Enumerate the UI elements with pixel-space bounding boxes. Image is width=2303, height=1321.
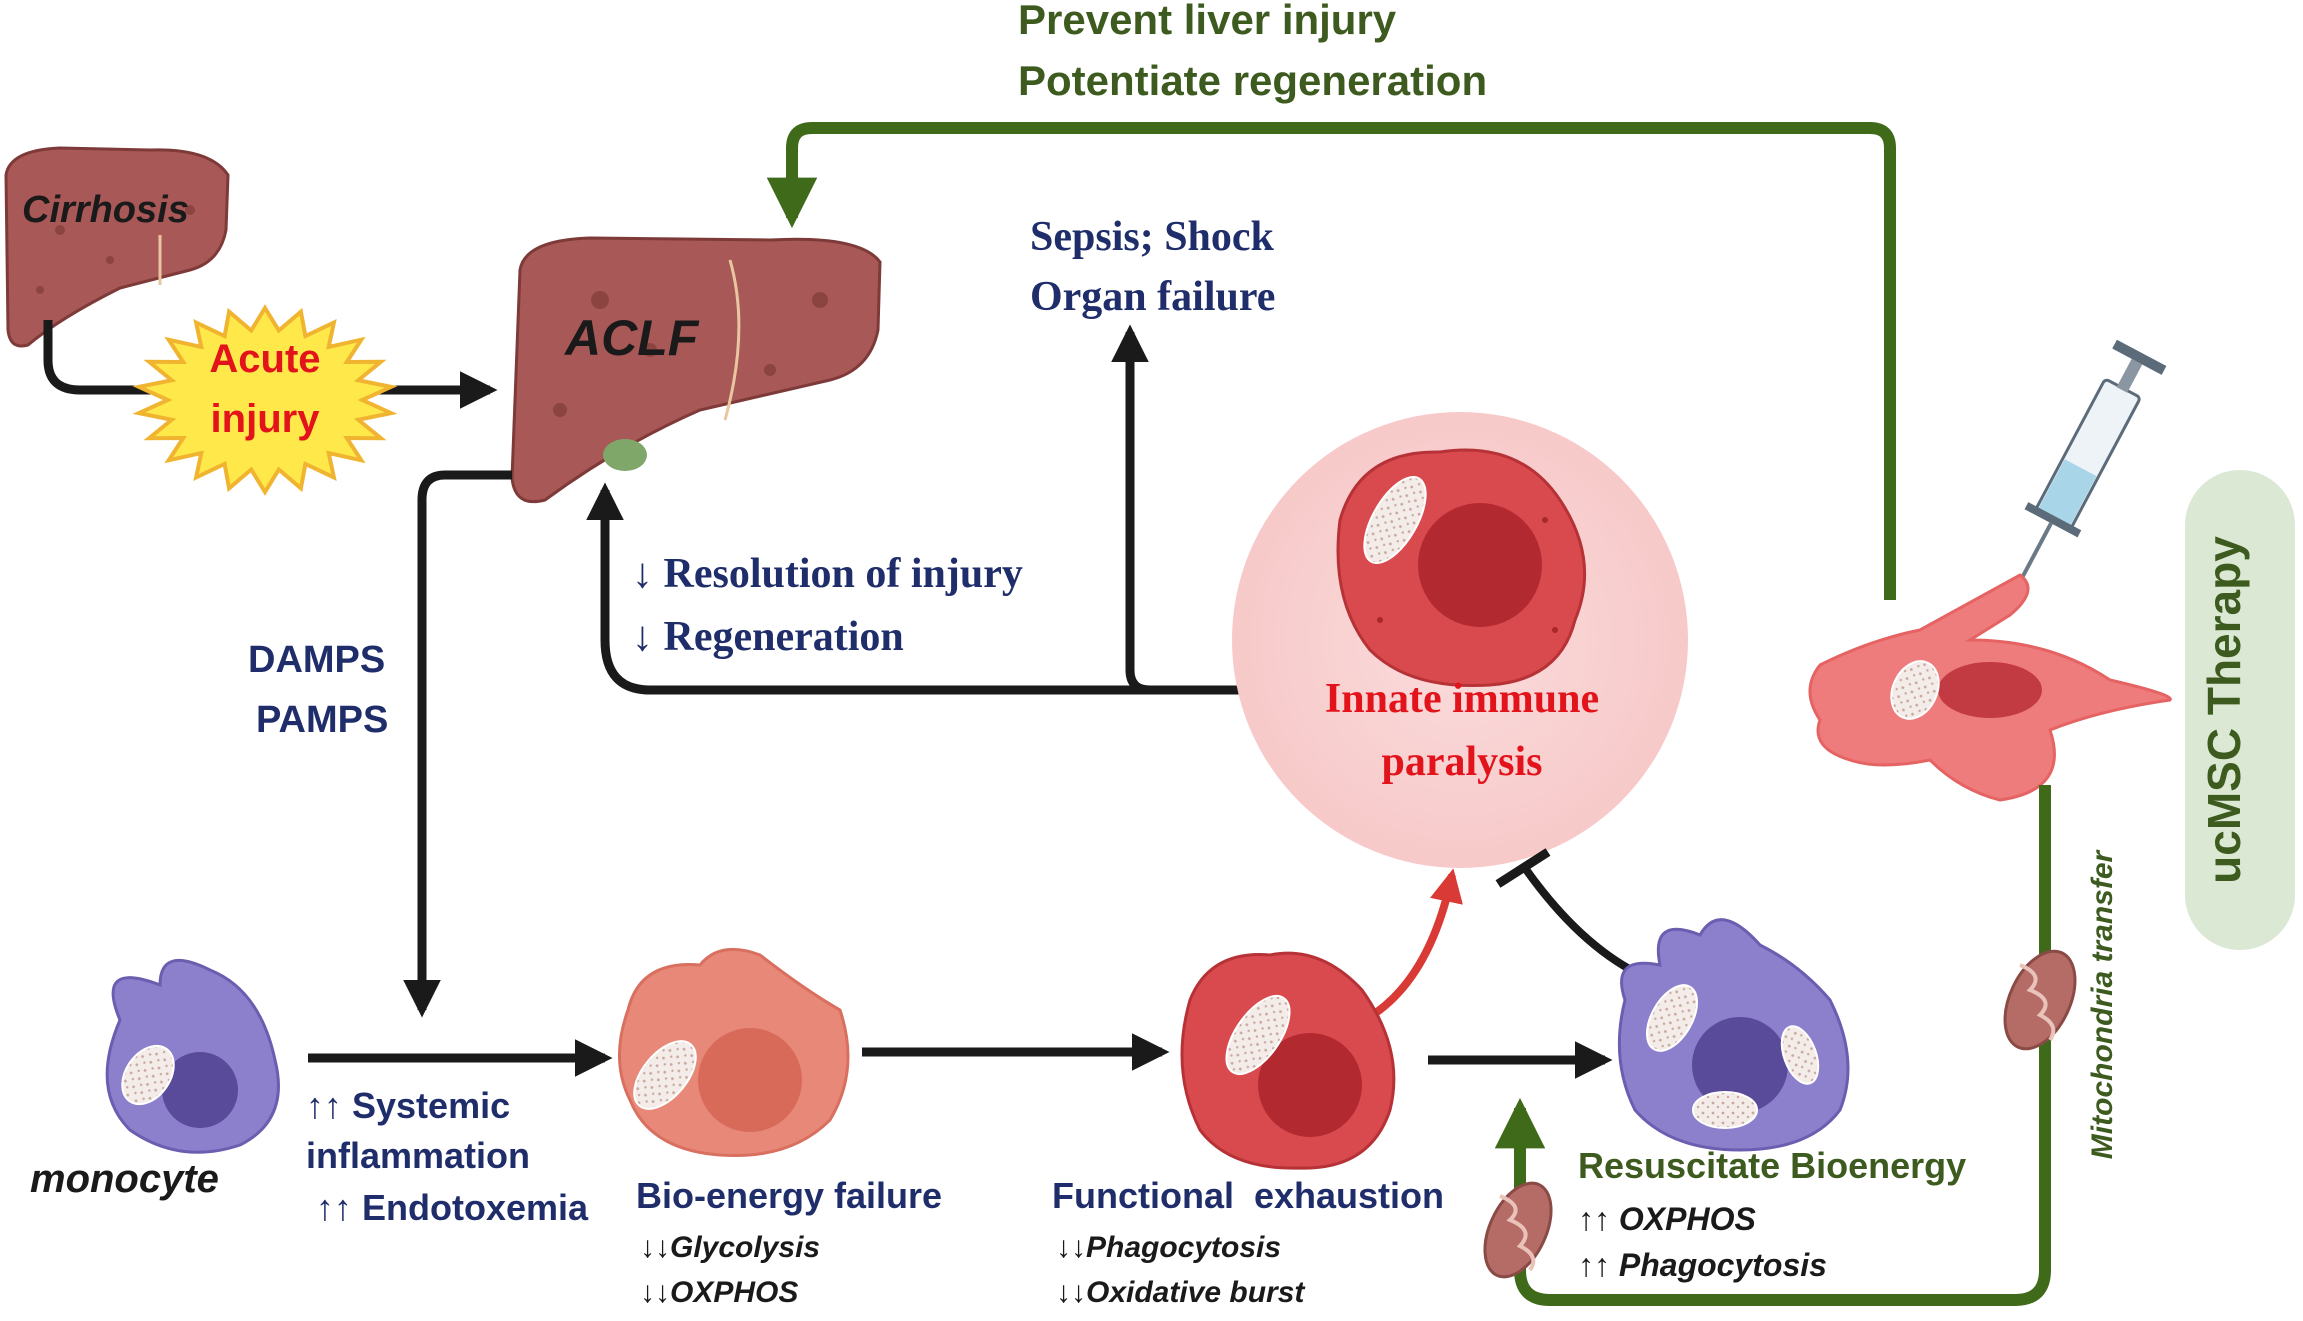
- resuscitated-monocyte-icon: [1617, 918, 1850, 1152]
- transferred-mitochondrion-icon: [2003, 949, 2077, 1051]
- innate-immune-text: Innate immune: [1325, 676, 1599, 722]
- cirrhosis-liver-icon: [4, 146, 230, 348]
- bioenergy-failure-cell-icon: [618, 947, 850, 1158]
- regeneration-text: ↓ Regeneration: [632, 614, 904, 660]
- damps-label: DAMPS: [248, 639, 385, 681]
- prevent-liver-injury-text: Prevent liver injury: [1018, 0, 1397, 43]
- paralyzed-cell-icon: [1336, 448, 1587, 688]
- bioenergy-failure-title: Bio-energy failure: [636, 1175, 942, 1216]
- exhaustion-to-paralysis-arrow: [1365, 868, 1463, 1022]
- monocyte-label: monocyte: [30, 1157, 219, 1201]
- mito-transfer-label: Mitochondria transfer: [2086, 848, 2119, 1159]
- therapy-pill: [2185, 470, 2295, 950]
- syringe-icon: [2017, 339, 2167, 584]
- green-feedback-arrow: [766, 122, 1896, 600]
- pamps-label: PAMPS: [256, 699, 388, 741]
- organ-failure-text: Organ failure: [1030, 274, 1275, 320]
- acute-label: Acute: [209, 337, 320, 381]
- functional-exhaustion-title: Functional exhaustion: [1052, 1175, 1444, 1216]
- cirrhosis-label: Cirrhosis: [22, 189, 189, 231]
- paralysis-text: paralysis: [1381, 739, 1542, 785]
- msc-cell-icon: [1808, 573, 2172, 802]
- phagocytosis-up-text: ↑↑ Phagocytosis: [1578, 1247, 1827, 1283]
- glycolysis-text: ↓↓Glycolysis: [640, 1231, 820, 1264]
- acute-injury-burst: [132, 304, 398, 496]
- aclf-liver-icon: [510, 236, 882, 504]
- paralysis-to-aclf-arrow: [586, 482, 1250, 695]
- paralysis-to-sepsis-arrow: [1111, 324, 1250, 695]
- injury-label: injury: [211, 397, 321, 441]
- resolution-of-injury-text: ↓ Resolution of injury: [632, 551, 1023, 597]
- systemic-text: ↑↑ Systemic: [306, 1085, 510, 1126]
- mitochondria-transfer-arrow: [1494, 785, 2051, 1306]
- inflammation-text: inflammation: [306, 1135, 530, 1176]
- therapy-label: ucMSC Therapy: [2198, 536, 2250, 884]
- sepsis-shock-text: Sepsis; Shock: [1030, 214, 1275, 260]
- bio-oxphos-text: ↓↓OXPHOS: [640, 1276, 798, 1309]
- inhibition-bar: [1495, 848, 1551, 888]
- oxphos-up-text: ↑↑ OXPHOS: [1578, 1201, 1756, 1237]
- endotoxemia-text: ↑↑ Endotoxemia: [316, 1187, 589, 1228]
- mitochondrion-icon: [1483, 1181, 1553, 1279]
- oxidative-burst-text: ↓↓Oxidative burst: [1056, 1276, 1306, 1309]
- potentiate-regeneration-text: Potentiate regeneration: [1018, 57, 1487, 104]
- resuscitate-bioenergy-title: Resuscitate Bioenergy: [1578, 1145, 1966, 1186]
- aclf-to-inflammation-arrow: [403, 470, 512, 1018]
- monocyte-cell-icon: [105, 958, 280, 1154]
- exhausted-cell-icon: [1180, 951, 1396, 1170]
- phagocytosis-down-text: ↓↓Phagocytosis: [1056, 1231, 1281, 1264]
- cirrhosis-to-aclf-arrow: [43, 320, 498, 409]
- aclf-label: ACLF: [563, 310, 700, 366]
